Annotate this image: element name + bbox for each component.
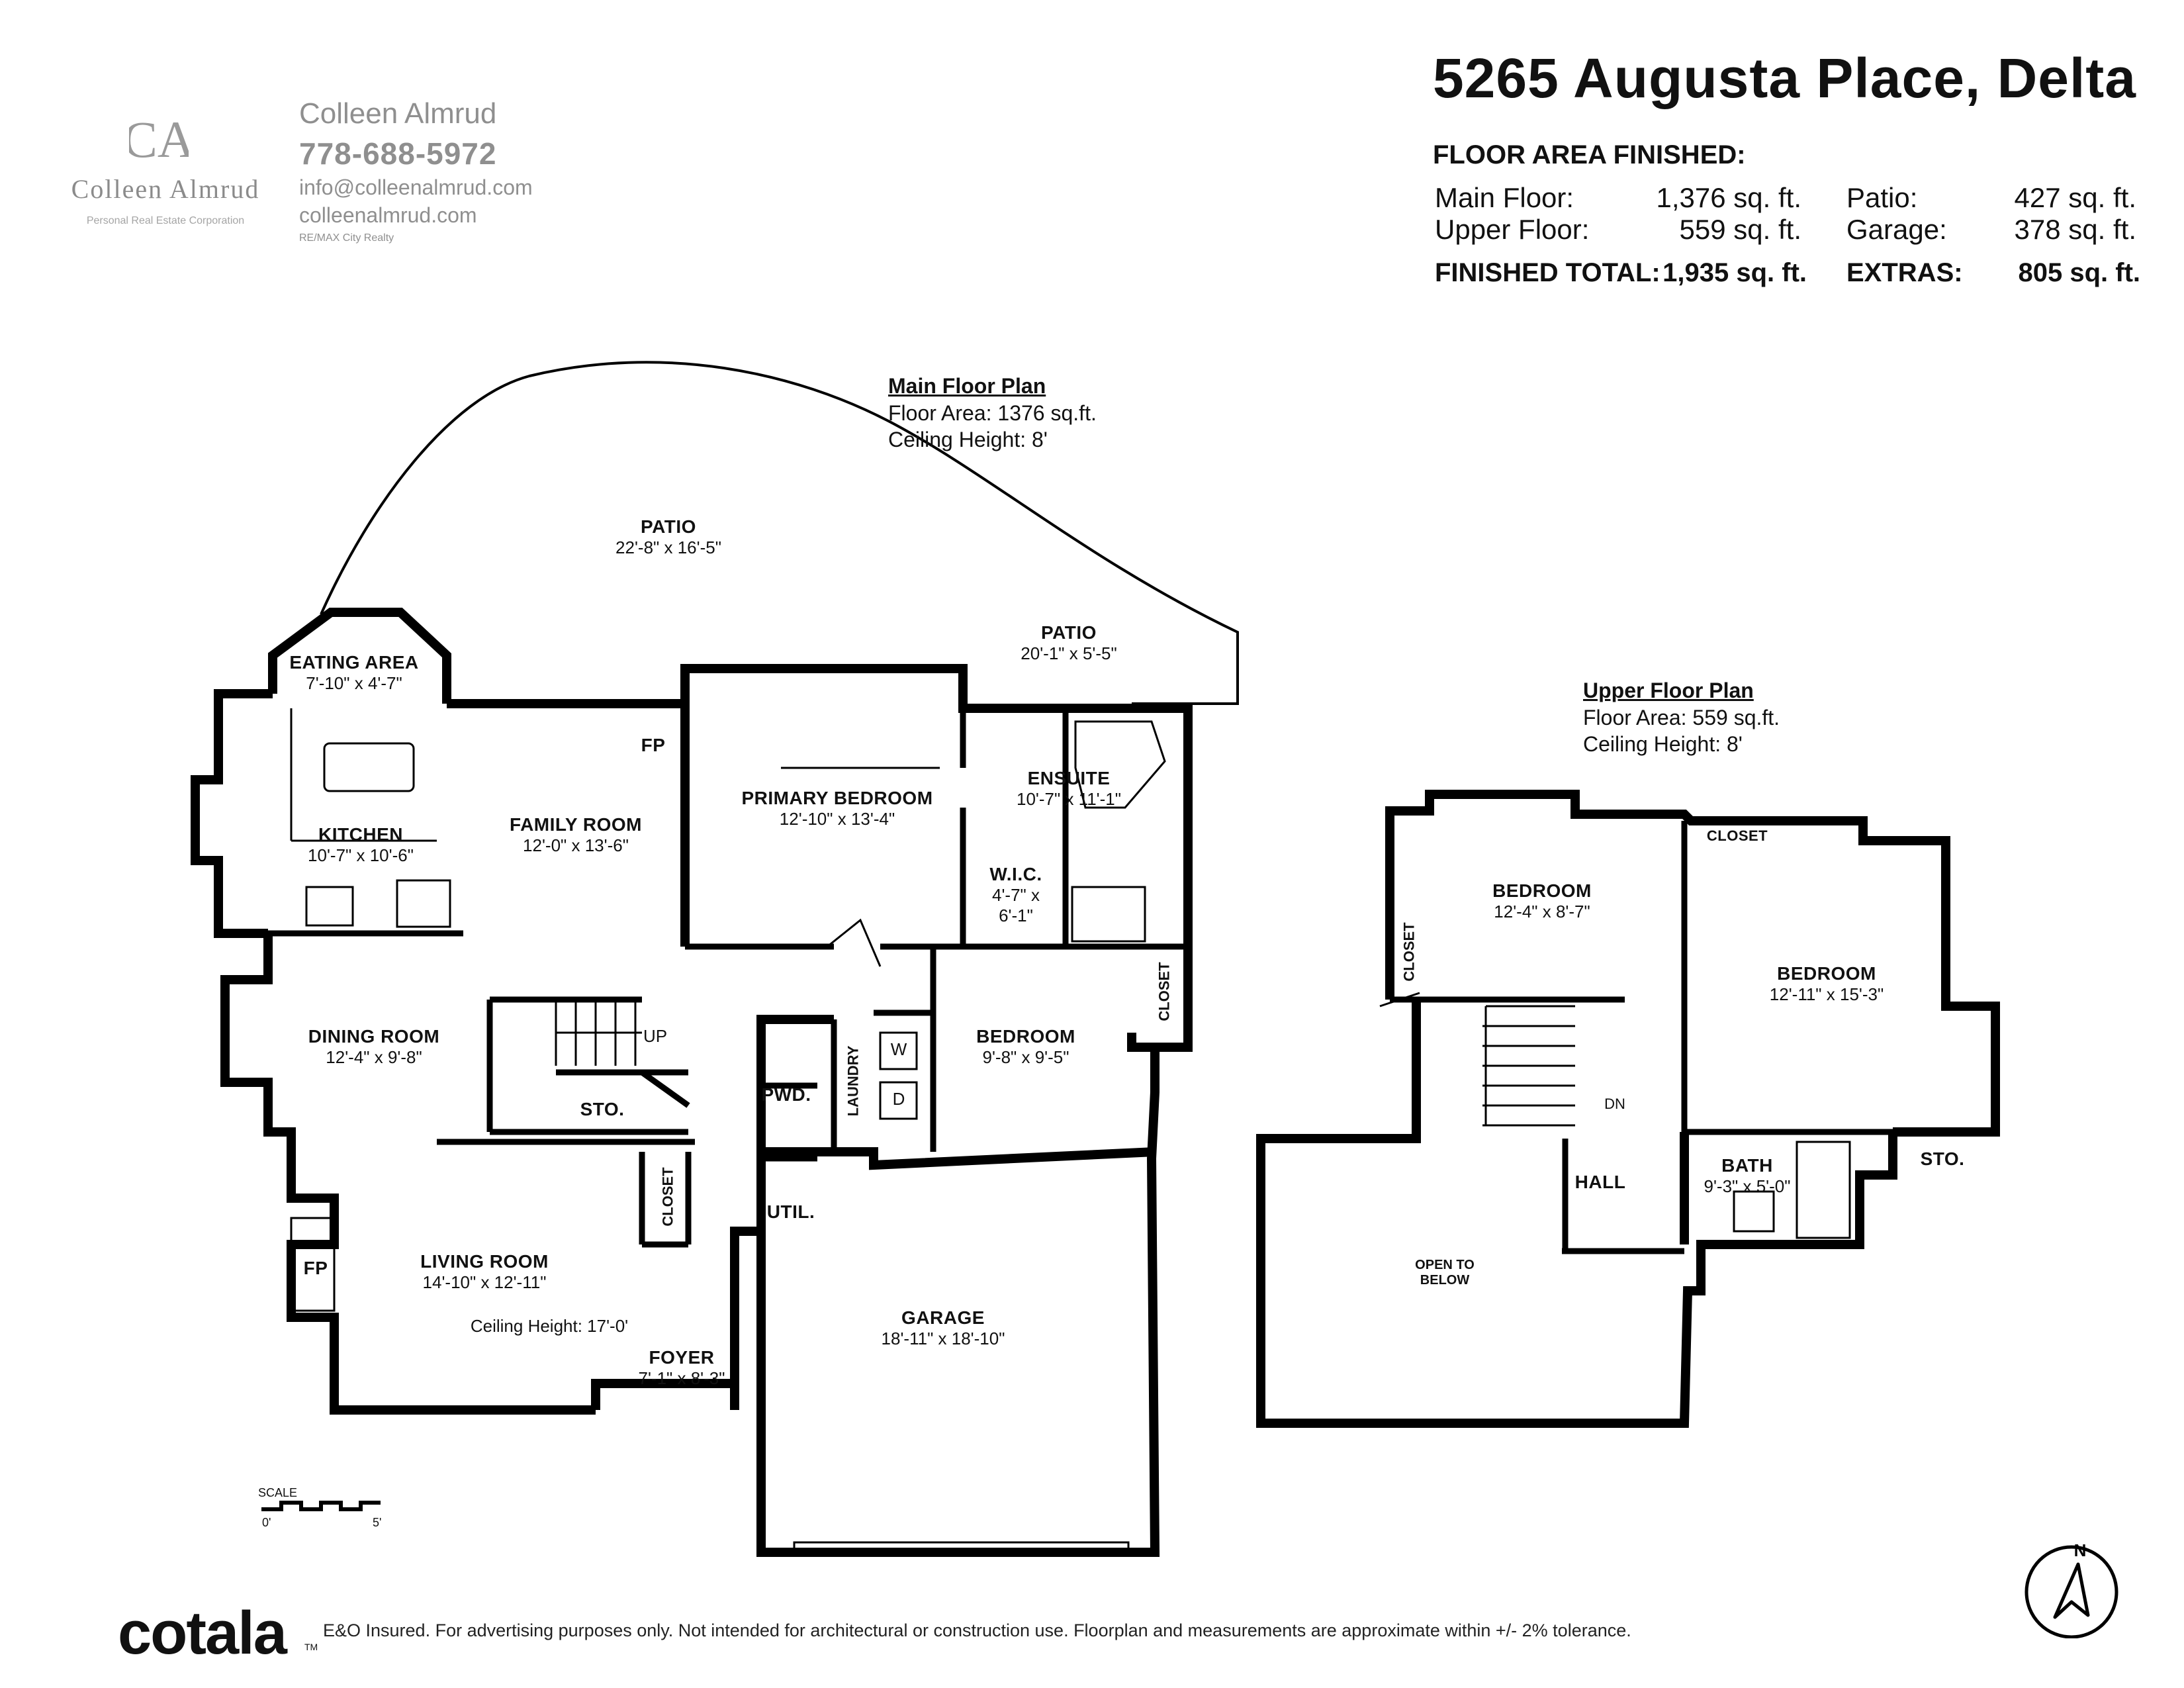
tub-shape	[1074, 720, 1166, 809]
main-wall-kitchen-west	[191, 689, 273, 938]
patio-label: Patio:	[1846, 182, 1918, 213]
scale-label: SCALE	[258, 1486, 298, 1499]
finished-total-label: FINISHED TOTAL:	[1435, 258, 1661, 287]
room-sto-upper: STO.	[1920, 1149, 1965, 1169]
brokerage: RE/MAX City Realty	[299, 232, 394, 244]
garage-label: Garage:	[1846, 214, 1947, 245]
agent-phone[interactable]: 778-688-5972	[299, 136, 497, 171]
extras-label: EXTRAS:	[1846, 258, 1963, 287]
fireplace-family: FP	[641, 735, 666, 755]
main-plan-ceiling: Ceiling Height: 8'	[888, 428, 1048, 451]
main-wall-garage-top	[761, 1147, 1156, 1170]
kitchen-island	[323, 742, 415, 792]
main-plan-area: Floor Area: 1376 sq.ft.	[888, 401, 1097, 425]
open-to-below: OPEN TO BELOW	[1415, 1258, 1475, 1288]
room-pwd: PWD.	[761, 1084, 811, 1105]
scale-start: 0'	[262, 1516, 271, 1529]
main-floor-value: 1,376 sq. ft.	[1656, 182, 1801, 213]
agent-name: Colleen Almrud	[299, 97, 497, 130]
dryer-label: D	[892, 1089, 905, 1109]
washer-box	[879, 1031, 918, 1070]
svg-text:N: N	[2074, 1540, 2087, 1560]
living-ceiling-note: Ceiling Height: 17'-0'	[470, 1316, 629, 1336]
closet-upper-top: CLOSET	[1706, 827, 1768, 844]
logo-monogram: CA	[129, 111, 189, 168]
main-wall-eating	[268, 608, 451, 704]
finished-total-value: 1,935 sq. ft.	[1662, 258, 1807, 287]
floor-area-title: FLOOR AREA FINISHED:	[1433, 140, 1746, 169]
main-floor-label: Main Floor:	[1435, 182, 1574, 213]
cotala-logo: cotala	[118, 1599, 287, 1667]
extras-value: 805 sq. ft.	[2018, 258, 2140, 287]
garage-value: 378 sq. ft.	[2014, 214, 2136, 245]
disclaimer: E&O Insured. For advertising purposes on…	[323, 1620, 1631, 1640]
room-laundry: LAUNDRY	[844, 1045, 862, 1117]
scale-end: 5'	[373, 1516, 382, 1529]
main-wall-east	[756, 1015, 1160, 1557]
north-arrow-icon: N	[2025, 1540, 2118, 1638]
agent-contact: Colleen Almrud 778-688-5972 info@colleen…	[299, 94, 533, 248]
patio-outline	[320, 361, 1239, 705]
agent-website[interactable]: colleenalmrud.com	[299, 203, 477, 227]
logo-tagline: Personal Real Estate Corporation	[86, 215, 245, 226]
upper-floor-value: 559 sq. ft.	[1679, 214, 1801, 245]
upper-plan-ceiling: Ceiling Height: 8'	[1583, 732, 1743, 756]
room-hall: HALL	[1574, 1172, 1626, 1192]
fireplace-box	[290, 1217, 336, 1312]
stair-up-label: UP	[643, 1026, 668, 1046]
shower-box	[1071, 886, 1146, 943]
room-util: UTIL.	[766, 1201, 815, 1222]
stair-dn-label: DN	[1604, 1096, 1625, 1112]
main-wall-dining-west	[220, 933, 596, 1415]
svg-text:CA: CA	[129, 111, 189, 168]
upper-wall-north	[1385, 790, 2000, 1137]
scale-bar	[261, 1501, 381, 1511]
closet-living: CLOSET	[659, 1167, 676, 1227]
upper-wall-east	[1256, 1000, 1897, 1428]
dryer-box	[879, 1081, 918, 1120]
upper-plan-area: Floor Area: 559 sq.ft.	[1583, 706, 1780, 729]
upper-plan-title: Upper Floor Plan	[1583, 679, 1754, 702]
fireplace-living: FP	[303, 1258, 328, 1278]
logo-name: Colleen Almrud	[71, 174, 260, 204]
agent-email[interactable]: info@colleenalmrud.com	[299, 175, 533, 199]
property-address: 5265 Augusta Place, Delta	[1432, 47, 2136, 109]
cotala-trademark: TM	[304, 1642, 318, 1652]
closet-bedroom: CLOSET	[1156, 962, 1173, 1021]
closet-upper-side: CLOSET	[1400, 922, 1418, 982]
room-sto-main: STO.	[580, 1099, 625, 1119]
washer-label: W	[890, 1039, 907, 1059]
main-wall-foyer-east	[730, 1227, 761, 1410]
main-plan-title: Main Floor Plan	[888, 374, 1046, 398]
patio-value: 427 sq. ft.	[2014, 182, 2136, 213]
upper-floor-label: Upper Floor:	[1435, 214, 1590, 245]
main-wall-family-north	[447, 664, 1193, 1052]
garage-door	[793, 1541, 1130, 1553]
